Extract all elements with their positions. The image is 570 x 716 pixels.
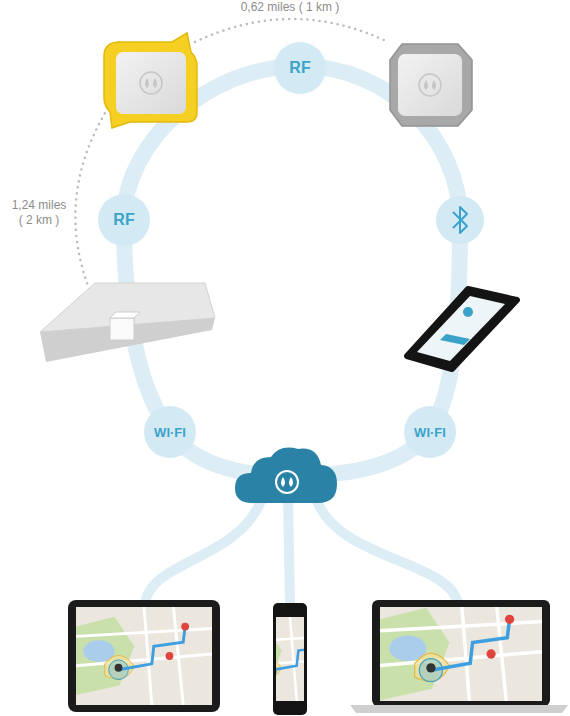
protocol-label: RF [113, 212, 134, 228]
map-screen [231, 617, 349, 701]
app-logo [463, 307, 473, 317]
tag-face [398, 54, 462, 116]
protocol-label: RF [289, 60, 310, 76]
tag-frame [104, 33, 197, 128]
range-arc [195, 19, 388, 42]
range-arc [75, 108, 108, 296]
cloud [235, 448, 337, 503]
tag-dock [110, 318, 134, 340]
signal-circle: RF [98, 194, 150, 246]
base-front [40, 318, 215, 362]
phone-screen [417, 296, 505, 361]
signal-circle: WI·FI [404, 406, 456, 458]
smartphone [407, 289, 517, 369]
protocol-label: WI·FI [414, 426, 446, 439]
tag-face [116, 52, 186, 114]
distance-label: 0,62 miles ( 1 km ) [220, 0, 360, 15]
signal-circle: WI·FI [144, 406, 196, 458]
logo-drops [424, 80, 436, 90]
map-screen [75, 607, 212, 705]
bluetooth-circle [436, 196, 484, 244]
cloud-link [288, 500, 290, 604]
logo-ring [419, 74, 441, 96]
cloud-link [145, 498, 262, 604]
signal-circle: RF [274, 42, 326, 94]
map-screen [380, 596, 542, 712]
tablet-frame [68, 600, 220, 712]
protocol-label: WI·FI [154, 426, 186, 439]
network-ring [124, 66, 460, 476]
logo-ring [140, 72, 162, 94]
app-button [440, 334, 470, 345]
logo-drops [145, 78, 157, 88]
tag-frame [390, 44, 472, 126]
cloud-shape [235, 448, 337, 503]
base-station [40, 283, 215, 362]
logo-ring [276, 471, 298, 493]
cloud-link [316, 498, 458, 604]
gray-tag [390, 44, 472, 126]
bluetooth-symbol [453, 207, 467, 233]
yellow-tag [104, 33, 197, 128]
tablet [68, 600, 220, 712]
phone [231, 603, 349, 715]
laptop [350, 596, 568, 713]
tag-dock-top [110, 312, 140, 318]
laptop-base [350, 705, 568, 713]
logo-drops [281, 477, 293, 487]
distance-label: 1,24 miles ( 2 km ) [10, 198, 68, 228]
phone-body [407, 289, 517, 369]
